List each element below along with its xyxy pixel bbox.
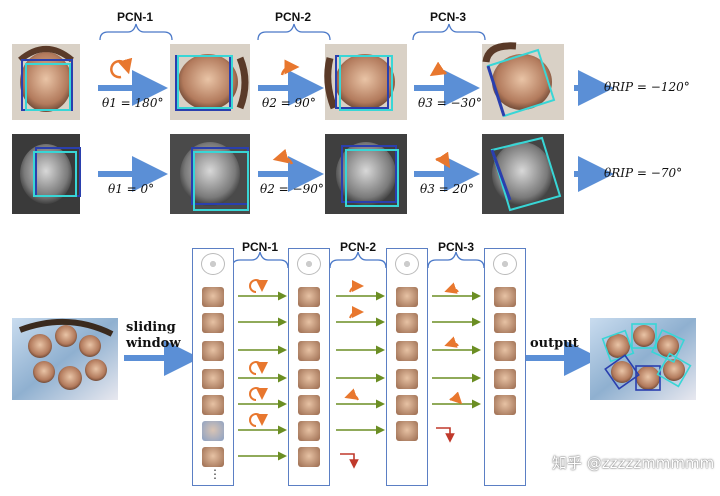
row1-theta3: θ3 = −30°	[418, 96, 482, 110]
window-thumb	[202, 395, 224, 415]
window-thumb	[202, 369, 224, 389]
bottom-pcn3-label: PCN-3	[437, 240, 474, 254]
green-arrows-col1-2	[238, 291, 287, 461]
window-thumb	[396, 421, 418, 441]
row2-photo-2	[170, 134, 250, 214]
candidate-cluster-icon	[493, 253, 517, 275]
green-arrows-col3-4	[432, 291, 481, 409]
window-thumb	[494, 313, 516, 333]
bottom-pcn2-label: PCN-2	[339, 240, 376, 254]
window-thumb	[202, 421, 224, 441]
window-column-3	[386, 248, 428, 486]
window-thumb	[202, 287, 224, 307]
row2-result: θRIP = −70°	[604, 166, 683, 180]
rotate-90-icon	[280, 59, 300, 76]
brace-bottom-pcn1	[231, 251, 289, 269]
row2-photo-3	[325, 134, 407, 214]
window-thumb	[494, 369, 516, 389]
window-thumb	[298, 313, 320, 333]
sliding-window-label: sliding window	[126, 320, 181, 351]
row1-photo-4	[482, 42, 564, 120]
rotate-icon-b1	[249, 279, 268, 293]
window-thumb	[494, 395, 516, 415]
window-column-1: ⋮	[192, 248, 234, 486]
candidate-cluster-icon	[297, 253, 321, 275]
candidate-cluster-icon	[201, 253, 225, 275]
window-thumb	[202, 313, 224, 333]
rotate-neg30-icon	[429, 61, 448, 77]
row2-theta1: θ1 = 0°	[108, 182, 155, 196]
window-thumb	[202, 447, 224, 467]
output-label: output	[530, 336, 579, 351]
rotation-icons-top	[110, 57, 451, 169]
candidate-cluster-icon	[395, 253, 419, 275]
window-thumb	[298, 369, 320, 389]
rotate-icon-b9	[444, 336, 459, 348]
rotate-icon-b7	[344, 388, 359, 401]
rotate-icon-b5	[349, 280, 364, 293]
row2-photo-4	[482, 134, 564, 214]
window-thumb	[298, 341, 320, 361]
ellipsis: ⋮	[209, 467, 221, 481]
reject-arrows	[340, 427, 455, 469]
rotate-icon-b10	[449, 391, 463, 405]
output-crowd-photo	[590, 318, 696, 400]
window-column-4	[484, 248, 526, 486]
pcn1-label: PCN-1	[116, 10, 153, 24]
rotate-icon-b2	[249, 361, 268, 375]
window-thumb	[396, 287, 418, 307]
window-thumb	[494, 341, 516, 361]
row1-result: θRIP = −120°	[604, 80, 690, 94]
watermark: 知乎 @zzzzzmmmmm	[552, 454, 715, 472]
pcn2-label: PCN-2	[274, 10, 311, 24]
row1-photo-1	[12, 44, 80, 120]
row1-theta1: θ1 = 180°	[102, 96, 164, 110]
window-thumb	[202, 341, 224, 361]
input-crowd-photo	[12, 318, 118, 400]
rotate-icon-b8	[444, 282, 459, 294]
rotate-180-icon	[110, 57, 133, 79]
window-thumb	[298, 287, 320, 307]
green-arrows-col2-3	[336, 291, 385, 435]
rotate-neg90-icon	[272, 148, 294, 165]
row2-theta2: θ2 = −90°	[260, 182, 324, 196]
rotation-icons-bottom	[249, 279, 463, 427]
rotate-icon-b6	[349, 306, 364, 319]
row2-photo-1	[12, 134, 81, 214]
row1-photo-3	[324, 44, 407, 120]
window-thumb	[298, 447, 320, 467]
window-thumb	[396, 369, 418, 389]
row1-theta2: θ2 = 90°	[262, 96, 316, 110]
pcn3-label: PCN-3	[429, 10, 466, 24]
window-thumb	[298, 421, 320, 441]
brace-pcn1	[99, 23, 173, 41]
window-thumb	[396, 395, 418, 415]
bottom-pcn1-label: PCN-1	[241, 240, 278, 254]
window-thumb	[396, 313, 418, 333]
rotate-20-icon	[435, 151, 451, 169]
window-thumb	[494, 287, 516, 307]
row2-theta3: θ3 = 20°	[420, 182, 474, 196]
window-thumb	[298, 395, 320, 415]
rotate-icon-b3	[249, 387, 268, 401]
window-column-2	[288, 248, 330, 486]
row1-photo-2	[170, 44, 250, 120]
brace-bottom-pcn3	[427, 251, 485, 269]
brace-bottom-pcn2	[329, 251, 387, 269]
brace-pcn3	[412, 23, 486, 41]
brace-pcn2	[257, 23, 331, 41]
rotate-icon-b4	[249, 413, 268, 427]
window-thumb	[396, 341, 418, 361]
